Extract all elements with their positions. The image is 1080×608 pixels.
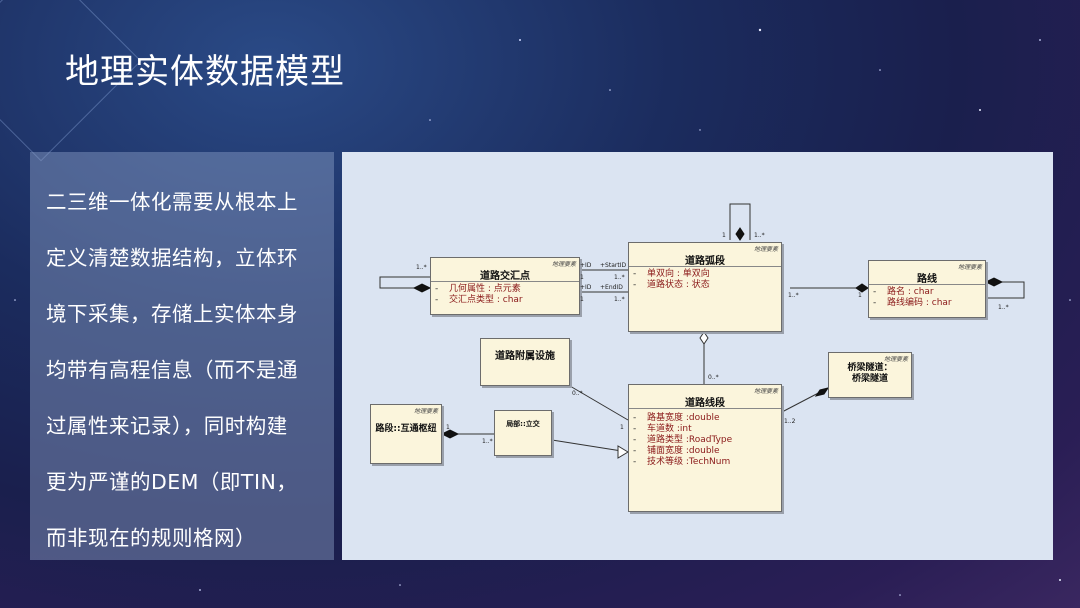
slide-title: 地理实体数据模型 [65,52,345,92]
role-label: +EndID [600,284,623,291]
role-label: +ID [580,262,592,269]
role-label: +StartID [600,262,627,269]
multiplicity-label: 1..* [416,264,427,271]
class-name: 桥梁隧道： 桥梁隧道 [847,363,893,384]
class-interchange-hub: 地理要素 路段::互通枢纽 [370,404,442,464]
multiplicity-label: 1 [446,424,450,431]
multiplicity-label: 1..* [614,274,625,281]
class-attribute: -技术等级 :TechNum [633,457,731,467]
class-name: 道路附属设施 [495,351,555,362]
class-attributes: -路名 : char -路线编码 : char [869,284,985,311]
class-attribute: -路基宽度 :double [633,413,720,423]
role-label: +ID [580,284,592,291]
class-attribute: -道路类型 :RoadType [633,435,733,445]
class-stereotype: 地理要素 [753,246,778,253]
class-attribute: -几何属性 : 点元素 [435,284,521,294]
class-road-facility: 道路附属设施 [480,338,570,386]
association-lines [379,203,1025,459]
body-line-7: 而非现在的规则格网） [46,526,256,550]
multiplicity-label: 0..* [572,390,583,397]
class-attribute: -单双向 : 单双向 [633,269,710,279]
multiplicity-label: 1..* [614,296,625,303]
uml-class-diagram: 地理要素 道路交汇点 -几何属性 : 点元素 -交汇点类型 : char 地理要… [342,152,1053,560]
class-name: 路线 [917,274,937,285]
body-line-4: 均带有高程信息（而不是通 [46,358,298,382]
class-attribute: -车道数 :int [633,424,692,434]
class-name: 道路线段 [685,398,725,409]
class-stereotype: 地理要素 [551,261,576,268]
class-road-arc: 地理要素 道路弧段 -单双向 : 单双向 -道路状态 : 状态 [628,242,782,332]
multiplicity-label: 1..* [482,438,493,445]
multiplicity-label: 1 [722,232,726,239]
body-line-3: 境下采集，存储上实体本身 [46,302,298,326]
class-name: 道路弧段 [685,256,725,267]
description-panel: 二三维一体化需要从根本上 定义清楚数据结构，立体环 境下采集，存储上实体本身 均… [30,152,334,560]
class-stereotype: 地理要素 [753,388,778,395]
multiplicity-label: 1 [858,292,862,299]
class-name: 道路交汇点 [480,271,530,282]
body-line-2: 定义清楚数据结构，立体环 [46,246,298,270]
class-road-intersection: 地理要素 道路交汇点 -几何属性 : 点元素 -交汇点类型 : char [430,257,580,315]
class-attribute: -路名 : char [873,287,934,297]
body-line-1: 二三维一体化需要从根本上 [46,190,298,214]
class-name: 路段::互通枢纽 [375,424,437,434]
class-road-segment: 地理要素 道路线段 -路基宽度 :double -车道数 :int -道路类型 … [628,384,782,512]
class-stereotype: 地理要素 [413,408,438,415]
body-line-5: 过属性来记录），同时构建 [46,414,288,438]
multiplicity-label: 1..* [788,292,799,299]
multiplicity-label: 1 [580,296,584,303]
class-attributes: -几何属性 : 点元素 -交汇点类型 : char [431,281,579,308]
multiplicity-label: 1..* [998,304,1009,311]
class-route: 地理要素 路线 -路名 : char -路线编码 : char [868,260,986,318]
class-attribute: -铺面宽度 :double [633,446,720,456]
multiplicity-label: 0..* [708,374,719,381]
multiplicity-label: 1..2 [784,418,796,425]
multiplicity-label: 1 [580,274,584,281]
class-name: 局部::立交 [506,420,540,428]
class-bridge-tunnel: 地理要素 桥梁隧道： 桥梁隧道 [828,352,912,398]
class-attribute: -道路状态 : 状态 [633,280,710,290]
multiplicity-label: 1..* [754,232,765,239]
multiplicity-label: 1 [620,424,624,431]
class-stereotype: 地理要素 [957,264,982,271]
class-attributes: -路基宽度 :double -车道数 :int -道路类型 :RoadType … [629,408,781,470]
body-line-6: 更为严谨的DEM（即TIN， [46,470,298,494]
class-stereotype: 地理要素 [883,356,908,363]
class-attribute: -交汇点类型 : char [435,295,523,305]
class-attributes: -单双向 : 单双向 -道路状态 : 状态 [629,266,781,293]
class-overpass: 局部::立交 [494,410,552,456]
class-attribute: -路线编码 : char [873,298,952,308]
